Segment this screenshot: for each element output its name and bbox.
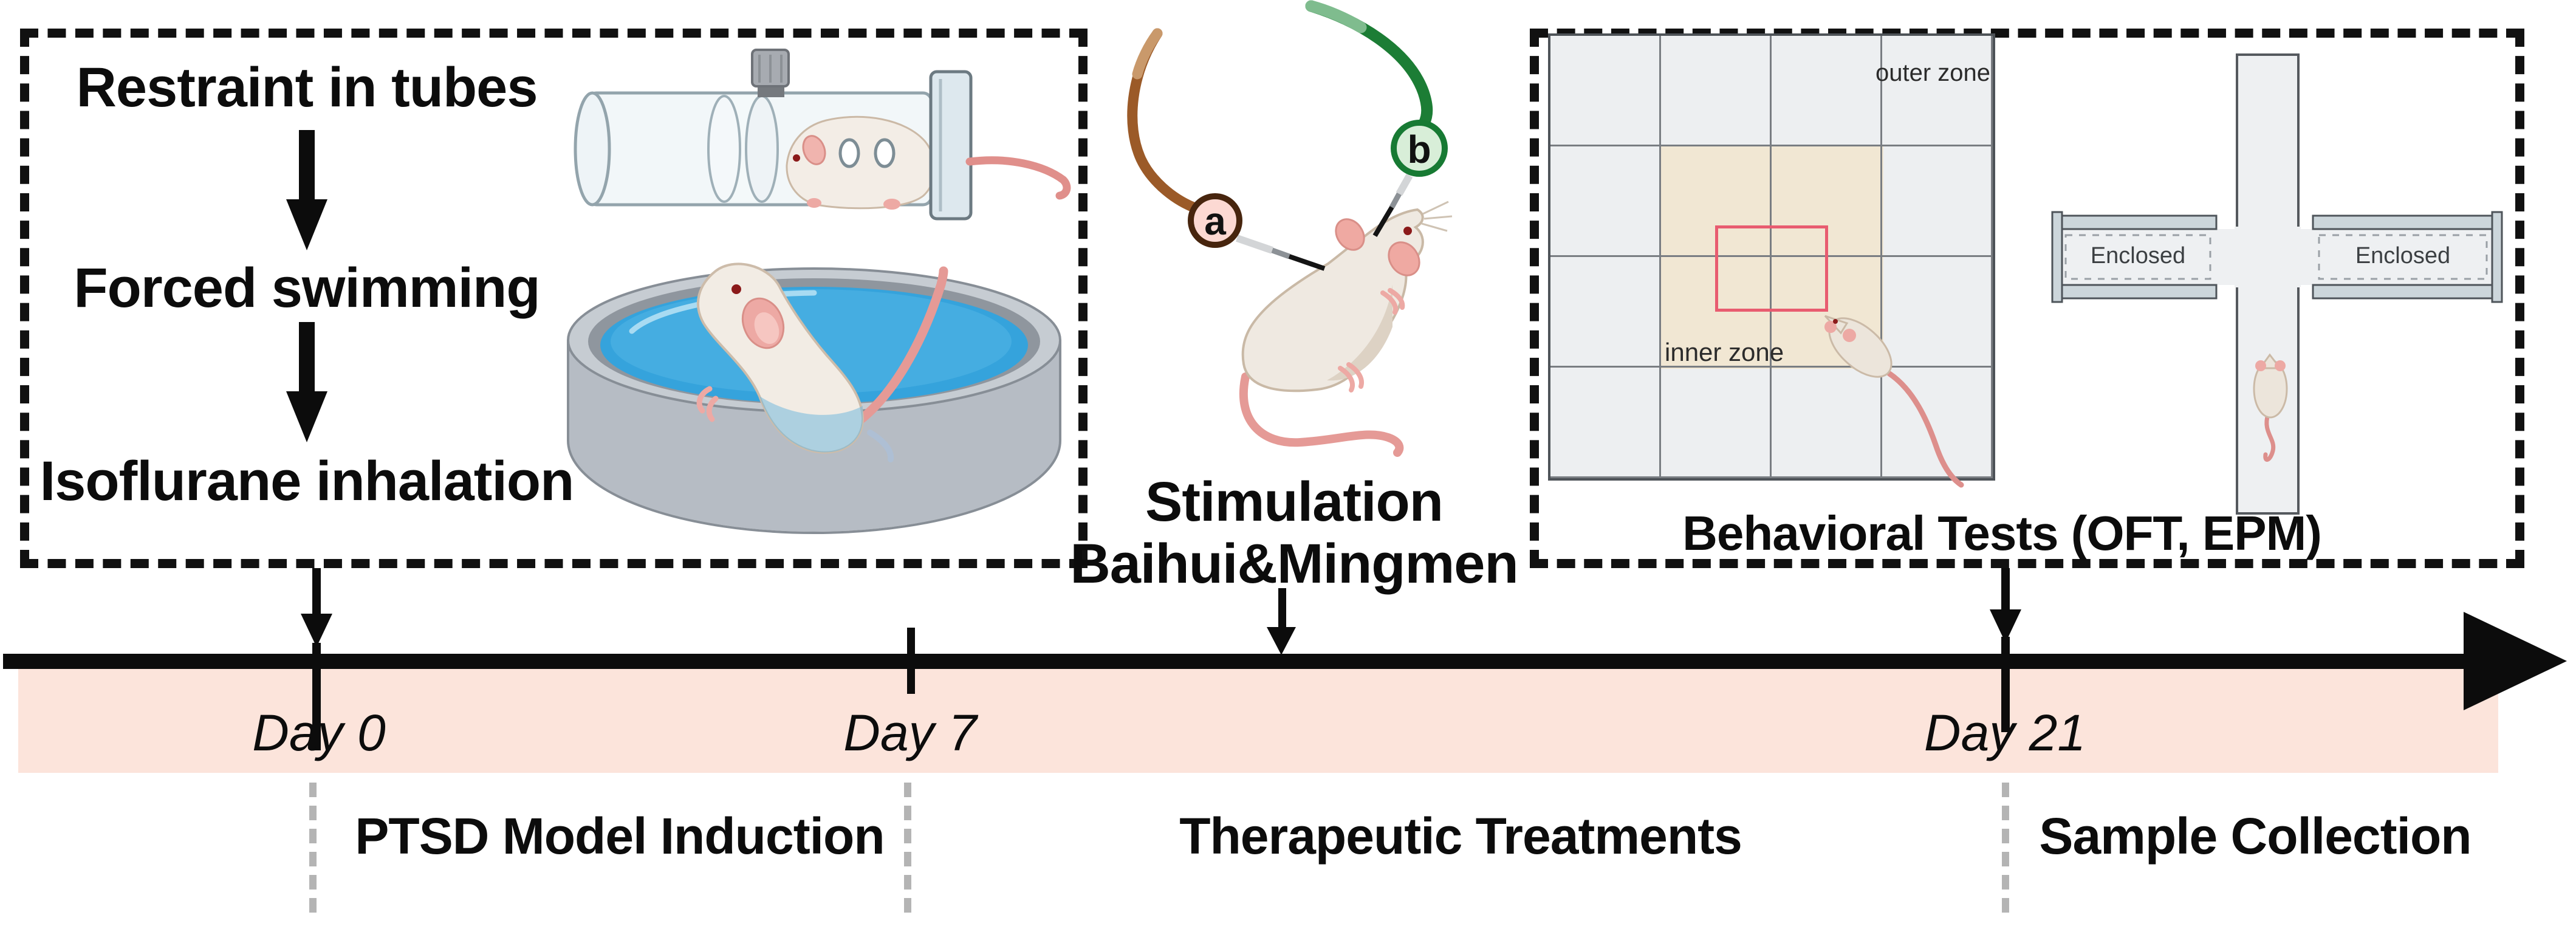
mouse-tail [2263, 412, 2276, 462]
electrode-b-label: b [1407, 128, 1431, 171]
timeline-axis [3, 654, 2464, 669]
step-restraint-label: Restraint in tubes [76, 57, 538, 118]
stimulation-line2: Baihui&Mingmen [1070, 533, 1518, 595]
day21-arrow-shaft [2001, 568, 2010, 609]
step-isoflurane-label: Isoflurane inhalation [39, 450, 575, 512]
phase-treatments-label: Therapeutic Treatments [1179, 807, 1742, 865]
phase-induction-label: PTSD Model Induction [355, 807, 885, 865]
day7-tick [907, 628, 915, 694]
electrode-mouse-illustration: a b [1127, 0, 1453, 457]
oft-mouse [1824, 315, 1964, 488]
swim-bowl-illustration [567, 262, 1061, 534]
day0-label: Day 0 [252, 704, 386, 761]
timeline-band [18, 669, 2498, 773]
down-arrow-head [286, 391, 327, 442]
induction-panel-box [20, 29, 1088, 568]
electrode-b-badge: b [1391, 120, 1448, 177]
day21-tick [2001, 637, 2010, 732]
acupuncture-mouse [1239, 201, 1453, 457]
mouse-forepaw [696, 386, 719, 422]
oft-inner-zone-label: inner zone [1665, 338, 1784, 366]
stimulation-arrow-head [1267, 627, 1296, 655]
day0-dropline [309, 783, 317, 913]
behavioral-panel-box [1530, 29, 2524, 568]
epm-enclosed-arm-right [2312, 211, 2503, 303]
day0-arrow-shaft [312, 568, 321, 614]
stimulation-arrow-shaft [1278, 588, 1286, 627]
tube-air-hole [838, 138, 860, 168]
phase-collection-label: Sample Collection [2039, 807, 2472, 865]
down-arrow [299, 130, 315, 201]
mouse-tail [1886, 371, 1964, 488]
epm-enclosed-arm-left [2051, 211, 2218, 303]
stimulation-line1: Stimulation [1145, 471, 1444, 533]
acupuncture-needle-b [1372, 174, 1413, 238]
day0-arrow-head [301, 614, 332, 647]
day21-label: Day 21 [1923, 704, 2086, 761]
mouse-eye [793, 154, 800, 162]
mouse-tail [965, 156, 1071, 200]
oft-outer-zone-label: outer zone [1875, 60, 1990, 86]
electrode-b-wire [1305, 0, 1433, 129]
down-arrow-head [286, 199, 327, 250]
mouse-tail [848, 266, 948, 430]
mouse-eye [1403, 227, 1412, 235]
submerged-body [759, 396, 863, 453]
restraint-tube-illustration [574, 49, 1071, 221]
mouse-eye [1833, 319, 1838, 324]
step-swimming-label: Forced swimming [74, 257, 540, 319]
epm-enclosed-right-label: Enclosed [2355, 243, 2451, 269]
timeline-arrowhead [2464, 612, 2567, 710]
mouse-tail [1239, 372, 1404, 457]
mouse-hindpaw [867, 430, 894, 462]
day21-dropline [2002, 783, 2009, 913]
behavioral-tests-title: Behavioral Tests (OFT, EPM) [1682, 506, 2322, 560]
stimulation-label: Stimulation Baihui&Mingmen [1021, 471, 1567, 595]
electrode-a-badge: a [1188, 193, 1242, 248]
mouse-forepaw [1380, 288, 1405, 315]
acupuncture-needle-a [1236, 235, 1326, 271]
elevated-plus-maze-diagram [2051, 53, 2503, 515]
day7-label: Day 7 [843, 704, 977, 761]
mouse-hindpaw [1338, 362, 1364, 393]
oft-center-square [1715, 225, 1828, 312]
down-arrow [299, 322, 315, 393]
epm-mouse [2253, 353, 2288, 462]
epm-enclosed-left-label: Enclosed [2090, 243, 2186, 269]
restrained-mouse [786, 115, 936, 210]
swimming-mouse [696, 262, 948, 462]
day7-dropline [904, 783, 911, 913]
electrode-a-label: a [1204, 199, 1226, 243]
tube-air-hole [874, 138, 896, 168]
tube-end-plate [929, 70, 973, 221]
mouse-whiskers [1421, 201, 1453, 232]
day0-tick [312, 643, 321, 750]
mouse-eye [731, 284, 741, 294]
